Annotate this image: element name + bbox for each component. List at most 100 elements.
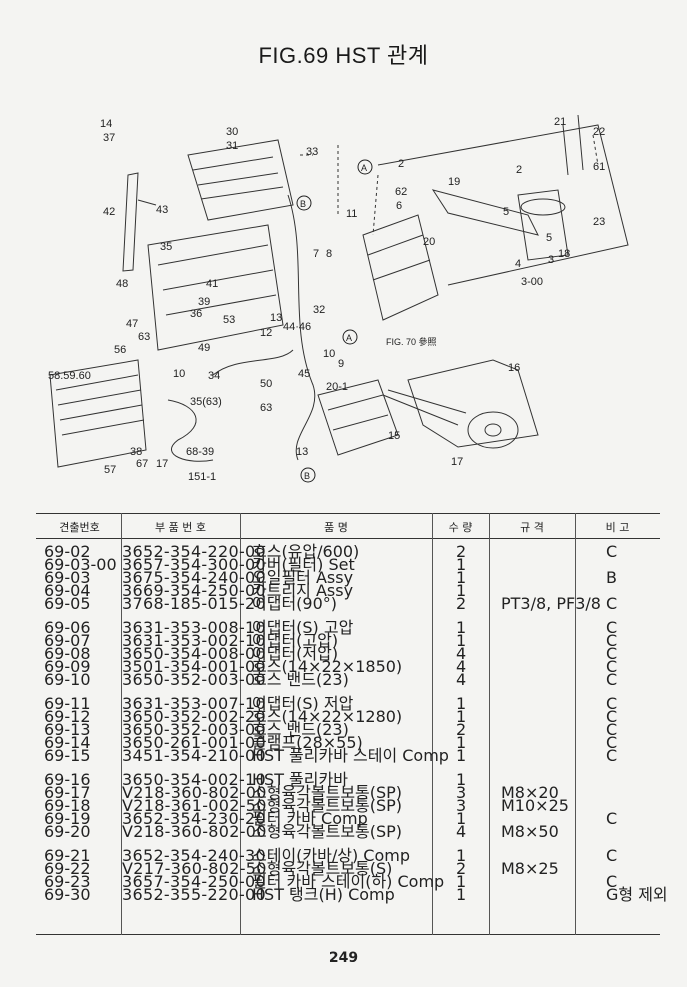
cell-remarks: C	[606, 707, 618, 726]
callout-9: 9	[338, 358, 344, 370]
callout-42: 42	[103, 206, 115, 218]
header-spec: 규 격	[520, 521, 544, 534]
cell-ref-no: 69-04	[44, 581, 91, 600]
header-part-no: 부 품 번 호	[155, 521, 206, 534]
callout-48: 48	[116, 278, 128, 290]
cell-part-no: 3650-352-003-00	[122, 670, 266, 689]
cell-part-name: HST 풀리카바 스테이 Comp	[252, 746, 449, 765]
table-top-rule	[36, 513, 660, 514]
cell-part-no: 3657-354-300-00	[122, 555, 266, 574]
parts-table-header: 견출번호 부 품 번 호 품 명 수 량 규 격 비 고	[36, 515, 660, 537]
cell-ref-no: 69-10	[44, 670, 91, 689]
cell-part-name: 카트리지 Assy	[252, 581, 354, 600]
cell-quantity: 2	[456, 542, 467, 561]
callout-32: 32	[313, 304, 325, 316]
cell-part-no: 3650-354-008-00	[122, 644, 266, 663]
callout-56: 56	[114, 344, 126, 356]
cell-part-no: 3657-354-250-00	[122, 872, 266, 891]
cell-part-no: 3669-354-250-00	[122, 581, 266, 600]
cell-ref-no: 69-05	[44, 594, 91, 613]
cell-ref-no: 69-21	[44, 846, 91, 865]
callout-31: 31	[226, 140, 238, 152]
table-header-rule	[36, 538, 660, 539]
callout-4: 4	[515, 258, 521, 270]
callout-63: 63	[138, 331, 150, 343]
table-bottom-rule	[36, 934, 660, 935]
callout-43: 43	[156, 204, 168, 216]
callout-47: 47	[126, 318, 138, 330]
cell-quantity: 4	[456, 822, 467, 841]
cell-part-no: 3652-354-230-20	[122, 809, 266, 828]
cell-spec: M8×50	[501, 822, 559, 841]
cell-part-no: V218-361-002-50	[122, 796, 267, 815]
cell-quantity: 2	[456, 594, 467, 613]
callout-2b: 2	[516, 164, 522, 176]
cell-ref-no: 69-12	[44, 707, 91, 726]
cell-quantity: 1	[456, 581, 467, 600]
cell-ref-no: 69-22	[44, 859, 91, 878]
cell-part-name: 호스(유압/600)	[252, 542, 360, 561]
callout-12: 12	[260, 327, 272, 339]
cell-quantity: 1	[456, 885, 467, 904]
cell-part-no: 3631-353-008-10	[122, 618, 266, 637]
callout-41: 41	[206, 278, 218, 290]
cell-remarks: C	[606, 670, 618, 689]
page-number: 249	[328, 950, 359, 966]
cell-ref-no: 69-15	[44, 746, 91, 765]
callout-67: 67	[136, 458, 148, 470]
callout-34: 34	[208, 370, 220, 382]
cell-part-name: 필터 카바 스테이(하) Comp	[252, 872, 445, 891]
cell-part-name: 스테이(카바/상) Comp	[252, 846, 410, 865]
cell-remarks: C	[606, 694, 618, 713]
header-ref-no: 견출번호	[59, 521, 100, 534]
diagram-note: FIG. 70 參照	[386, 336, 437, 347]
callout-33: 33	[306, 146, 318, 158]
callout-17a: 17	[156, 458, 168, 470]
cell-part-name: 호스(14×22×1280)	[252, 707, 403, 726]
marker-a-top: A	[361, 163, 367, 173]
callout-2a: 2	[398, 158, 404, 170]
cell-part-no: 3451-354-210-00	[122, 746, 266, 765]
cell-part-no: 3652-354-220-00	[122, 542, 266, 561]
cell-part-name: 호스(14×22×1850)	[252, 657, 403, 676]
cell-ref-no: 69-17	[44, 783, 91, 802]
callout-37: 37	[103, 132, 115, 144]
callout-10b: 10	[173, 368, 185, 380]
cell-quantity: 1	[456, 631, 467, 650]
cell-remarks: C	[606, 644, 618, 663]
callout-17b: 17	[451, 456, 463, 468]
cell-quantity: 3	[456, 783, 467, 802]
cell-remarks: C	[606, 746, 618, 765]
cell-remarks: C	[606, 809, 618, 828]
cell-ref-no: 69-09	[44, 657, 91, 676]
cell-part-name: 소형육각볼트보통(SP)	[252, 783, 403, 802]
callout-50: 50	[260, 378, 272, 390]
cell-ref-no: 69-18	[44, 796, 91, 815]
cell-part-name: 어댑터(90°)	[252, 594, 338, 613]
cell-part-name: 소형육각볼트보통(S)	[252, 859, 393, 878]
cell-quantity: 1	[456, 746, 467, 765]
cell-part-no: 3650-261-001-00	[122, 733, 266, 752]
cell-quantity: 2	[456, 859, 467, 878]
cell-ref-no: 69-03-00	[44, 555, 117, 574]
cell-part-name: 클램프(28×55)	[252, 733, 363, 752]
cell-part-no: 3650-354-002-10	[122, 770, 266, 789]
callout-3-00: 3-00	[521, 276, 543, 288]
callout-36: 36	[190, 308, 202, 320]
cell-spec: PT3/8, PF3/8	[501, 594, 601, 613]
callout-68-39: 68-39	[186, 446, 214, 458]
cell-remarks: G형 제외	[606, 885, 668, 904]
cell-quantity: 4	[456, 644, 467, 663]
callout-30: 30	[226, 126, 238, 138]
